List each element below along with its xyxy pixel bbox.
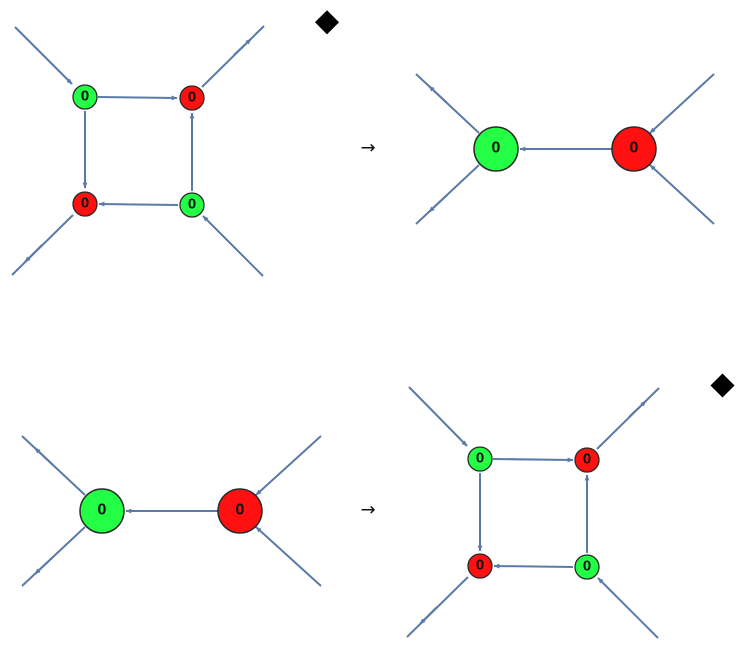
rule-1: 0 0 0 0 → 0 0 (11, 10, 715, 277)
rule-1-rhs-pair-graph: 0 0 (415, 73, 715, 225)
edge (201, 25, 265, 88)
edge (34, 556, 54, 575)
edge (34, 447, 54, 466)
edge (428, 194, 448, 213)
edge (98, 201, 179, 207)
node-green (179, 192, 205, 218)
edge (597, 577, 659, 639)
rule-2-lhs-pair-graph: 0 0 (21, 435, 322, 587)
edge (21, 526, 86, 587)
edge (628, 400, 647, 418)
node-label: 0 (188, 89, 196, 106)
rule-arrow: → (360, 500, 375, 521)
node-label: 0 (476, 557, 484, 574)
node-label: 0 (583, 558, 591, 575)
node-green (574, 554, 600, 580)
edge (408, 386, 468, 447)
rule-1-lhs-square-graph: 0 0 0 0 (11, 25, 265, 277)
edge (419, 606, 438, 625)
node-green (72, 84, 98, 110)
edge (492, 457, 574, 463)
rule-arrow: → (360, 138, 375, 159)
diamond-icon (314, 10, 340, 35)
edge (406, 576, 469, 638)
edge (596, 387, 660, 450)
node-label: 0 (236, 502, 245, 519)
edge (255, 526, 322, 587)
edge (493, 563, 574, 569)
edge (649, 164, 715, 225)
node-label: 0 (81, 195, 89, 212)
node-red (179, 85, 205, 111)
edge (415, 73, 480, 134)
edge (97, 95, 178, 101)
node-label: 0 (188, 196, 196, 213)
node-label: 0 (583, 451, 591, 468)
node-green (473, 126, 519, 172)
rule-2-rhs-square-graph: 0 0 0 0 (406, 386, 660, 639)
edge (202, 215, 264, 277)
edge (11, 214, 74, 276)
node-label: 0 (630, 140, 639, 157)
edge (255, 435, 322, 496)
node-label: 0 (476, 450, 484, 467)
edge (428, 85, 448, 104)
edge (24, 244, 43, 263)
edge (649, 73, 715, 134)
node-label: 0 (98, 502, 107, 519)
node-red (217, 488, 263, 534)
node-red (611, 126, 657, 172)
node-label: 0 (492, 140, 501, 157)
node-red (72, 191, 98, 217)
node-label: 0 (81, 88, 89, 105)
edge (14, 26, 73, 85)
node-green (79, 488, 125, 534)
node-red (467, 553, 493, 579)
edge (21, 435, 86, 496)
node-green (467, 446, 493, 472)
edge (415, 164, 480, 225)
diamond-icon (710, 373, 735, 398)
node-red (574, 447, 600, 473)
rule-2: 0 0 → 0 0 0 0 (21, 373, 735, 639)
edge (233, 38, 252, 56)
